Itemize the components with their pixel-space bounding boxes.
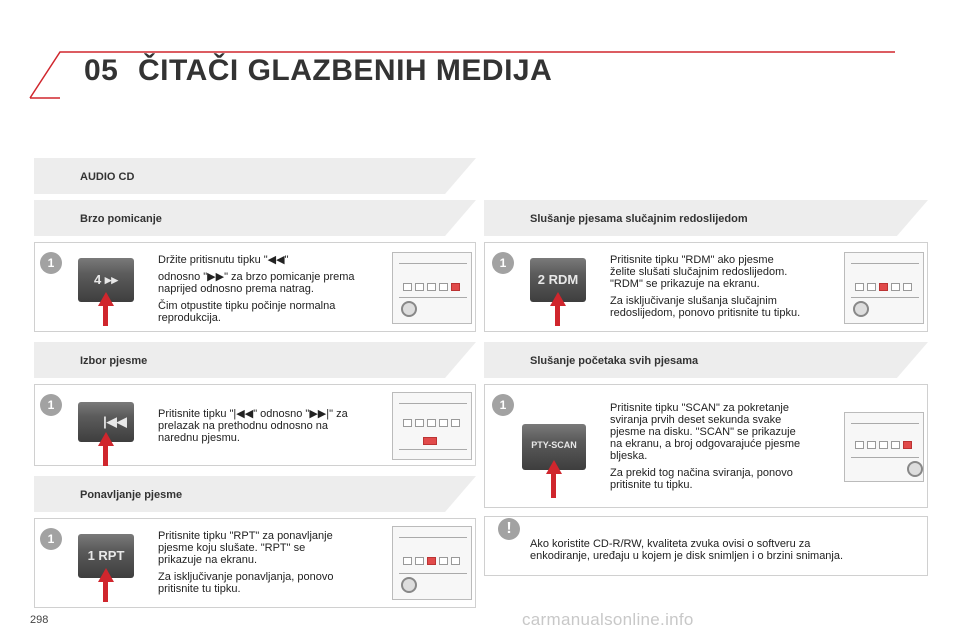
text-line: redoslijedom, ponovo pritisnite tu tipku… [610,307,801,319]
section-random [484,200,928,236]
section-track-select-label: Izbor pjesme [80,355,148,367]
text-line: Ako koristite CD-R/RW, kvaliteta zvuka o… [530,538,811,550]
text-line: pjesme na disku. "SCAN" se prikazuje [610,426,796,438]
up-arrow-icon [550,292,566,306]
fast-forward-text: Držite pritisnutu tipku "◀◀" odnosno "▶▶… [158,254,384,324]
section-repeat [34,476,476,512]
warning-icon: ! [498,518,520,540]
page-title: ČITAČI GLAZBENIH MEDIJA [138,54,553,87]
up-arrow-icon [546,460,562,474]
text-line: Pritisnite tipku "RPT" za ponavljanje [158,530,333,542]
step-badge: 1 [40,394,62,416]
text-line: želite slušati slučajnim redoslijedom. [610,266,788,278]
arrow-shaft [103,440,108,466]
text-line: pritisnite tu tipku. [610,479,693,491]
text-line: reprodukcija. [158,312,221,324]
text-line: na ekranu, a broj odgovarajuće pjesme [610,438,801,450]
text-line: Pritisnite tipku "RDM" ako pjesme [610,254,774,266]
radio-thumbnail [392,392,472,460]
text-line: Za isključivanje ponavljanja, ponovo [158,571,334,583]
text-line: enkodiranje, uređaju u kojem je disk sni… [530,550,844,562]
chapter-number: 05 [84,54,119,87]
step-badge: 1 [492,394,514,416]
watermark: carmanualsonline.info [522,610,694,629]
arrow-shaft [555,300,560,326]
text-line: sviranja prvih deset sekunda svake [610,414,782,426]
page-number: 298 [30,614,49,626]
note-panel [484,516,928,576]
up-arrow-icon [98,432,114,446]
header-line [29,51,895,99]
repeat-text: Pritisnite tipku "RPT" za ponavljanje pj… [158,530,384,595]
step-badge: 1 [40,528,62,550]
radio-thumbnail [844,252,924,324]
random-text: Pritisnite tipku "RDM" ako pjesme želite… [610,254,838,319]
radio-thumbnail [392,252,472,324]
text-line: prelazak na prethodnu odnosno na [158,420,329,432]
step-badge: 1 [40,252,62,274]
section-scan [484,342,928,378]
text-line: Čim otpustite tipku počinje normalna [158,300,336,312]
text-line: Za isključivanje slušanja slučajnim [610,295,777,307]
section-random-label: Slušanje pjesama slučajnim redoslijedom [530,213,748,225]
text-line: odnosno "▶▶" za brzo pomicanje prema [158,271,355,283]
text-line: pjesme koju slušate. "RPT" se [158,542,306,554]
section-repeat-label: Ponavljanje pjesme [80,489,183,501]
section-fast-forward-label: Brzo pomicanje [80,213,162,225]
fast-forward-button-image: 4 ▸▸ [78,258,134,302]
text-line: Za prekid tog načina sviranja, ponovo [610,467,793,479]
section-audio-cd [34,158,476,194]
radio-thumbnail [392,526,472,600]
up-arrow-icon [98,292,114,306]
repeat-button-label: 1 RPT [87,548,125,563]
step-badge: 1 [492,252,514,274]
note-text: Ako koristite CD-R/RW, kvaliteta zvuka o… [530,538,920,562]
text-line: prikazuje na ekranu. [158,554,258,566]
random-button-label: 2 RDM [537,272,579,287]
track-select-button-label: |◀◀ [103,414,127,429]
text-line: Držite pritisnutu tipku "◀◀" [158,254,289,266]
arrow-shaft [103,300,108,326]
text-line: Pritisnite tipku "SCAN" za pokretanje [610,402,789,414]
section-fast-forward [34,200,476,236]
scan-text: Pritisnite tipku "SCAN" za pokretanje sv… [610,402,838,491]
fast-forward-button-label: 4 ▸▸ [94,272,118,287]
text-line: Pritisnite tipku "|◀◀" odnosno "▶▶|" za [158,408,348,420]
text-line: pritisnite tu tipku. [158,583,241,595]
text-line: bljeska. [610,450,648,462]
text-line: naprijed odnosno prema natrag. [158,283,314,295]
text-line: "RDM" se prikazuje na ekranu. [610,278,760,290]
track-select-text: Pritisnite tipku "|◀◀" odnosno "▶▶|" za … [158,408,384,444]
section-scan-label: Slušanje početaka svih pjesama [530,355,699,367]
radio-thumbnail [844,412,924,482]
text-line: narednu pjesmu. [158,432,240,444]
section-audio-cd-label: AUDIO CD [80,171,135,183]
up-arrow-icon [98,568,114,582]
arrow-shaft [103,576,108,602]
section-track-select [34,342,476,378]
arrow-shaft [551,468,556,498]
scan-button-label: PTY-SCAN [531,440,577,450]
